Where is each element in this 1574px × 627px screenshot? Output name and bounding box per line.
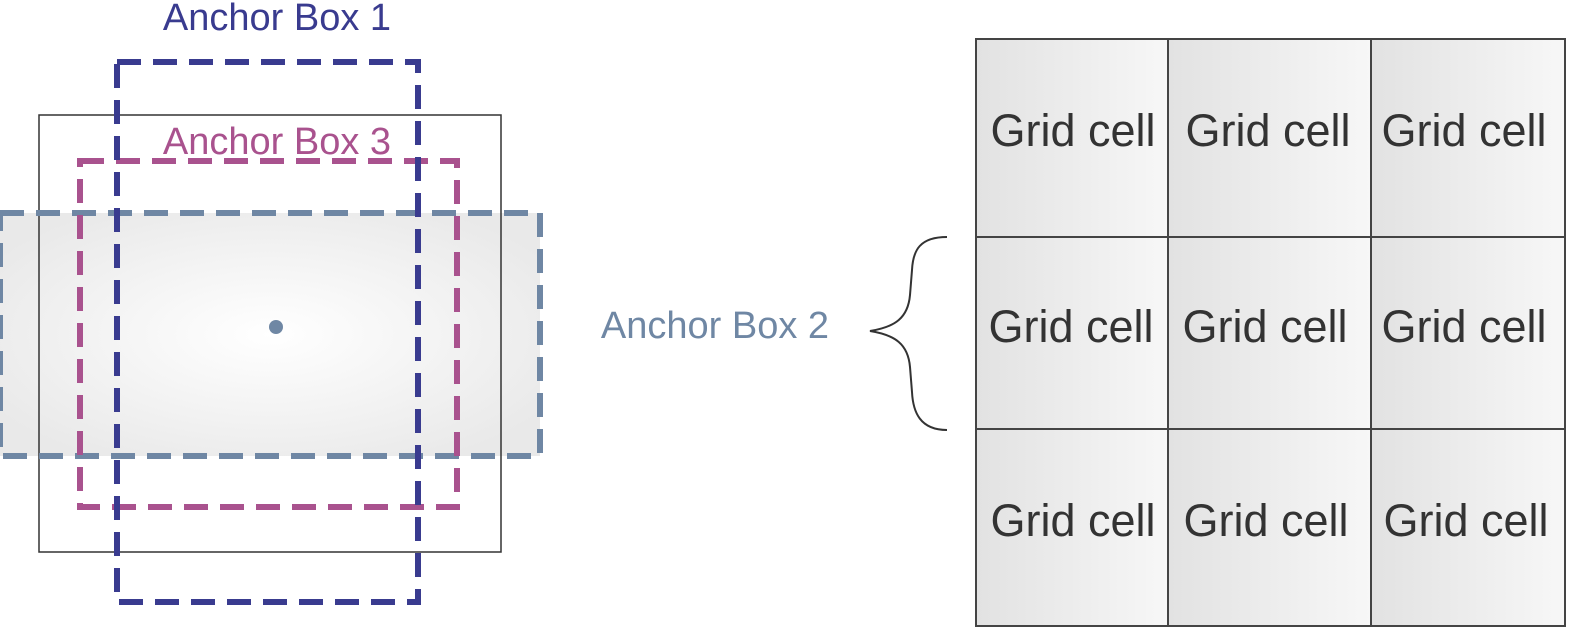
grid-cell-label: Grid cell [1183, 495, 1348, 546]
grid-cell-label: Grid cell [1182, 301, 1347, 352]
anchor-box-2-label: Anchor Box 2 [601, 305, 829, 347]
grid-cell-label: Grid cell [1381, 301, 1546, 352]
center-point [269, 320, 283, 334]
grid-cell-label: Grid cell [988, 301, 1153, 352]
grid-cell-r0c2 [1370, 38, 1566, 238]
grid-cell-label: Grid cell [990, 105, 1155, 156]
grid-cell-r1c0 [975, 236, 1169, 430]
anchor-box-2-outline [0, 210, 543, 459]
grid-cell-label: Grid cell [1381, 105, 1546, 156]
grid-cell-label: Grid cell [990, 495, 1155, 546]
anchor-box-3-label: Anchor Box 3 [163, 121, 391, 163]
grid-cell-r2c0 [975, 428, 1169, 627]
anchor-box-3-outline [77, 158, 460, 510]
grid-cell-label: Grid cell [1185, 105, 1350, 156]
anchor-box-illustration: Anchor Box 1 Anchor Box 3 Anchor Box 2 [0, 0, 829, 605]
anchor-box-1-label: Anchor Box 1 [163, 0, 391, 39]
grid-cell-r2c1 [1167, 428, 1372, 627]
grid-cell-r1c1 [1167, 236, 1372, 430]
anchor-box-2-fill [0, 213, 540, 456]
anchor-box-1-outline [114, 59, 421, 605]
grid-cell-label: Grid cell [1383, 495, 1548, 546]
grid-cell-r0c1 [1167, 38, 1372, 238]
grid: Grid cell Grid cell Grid cell Grid cell … [975, 38, 1566, 627]
curly-brace-icon [869, 236, 948, 431]
ground-truth-box [38, 114, 502, 553]
grid-cell-r2c2 [1370, 428, 1566, 627]
